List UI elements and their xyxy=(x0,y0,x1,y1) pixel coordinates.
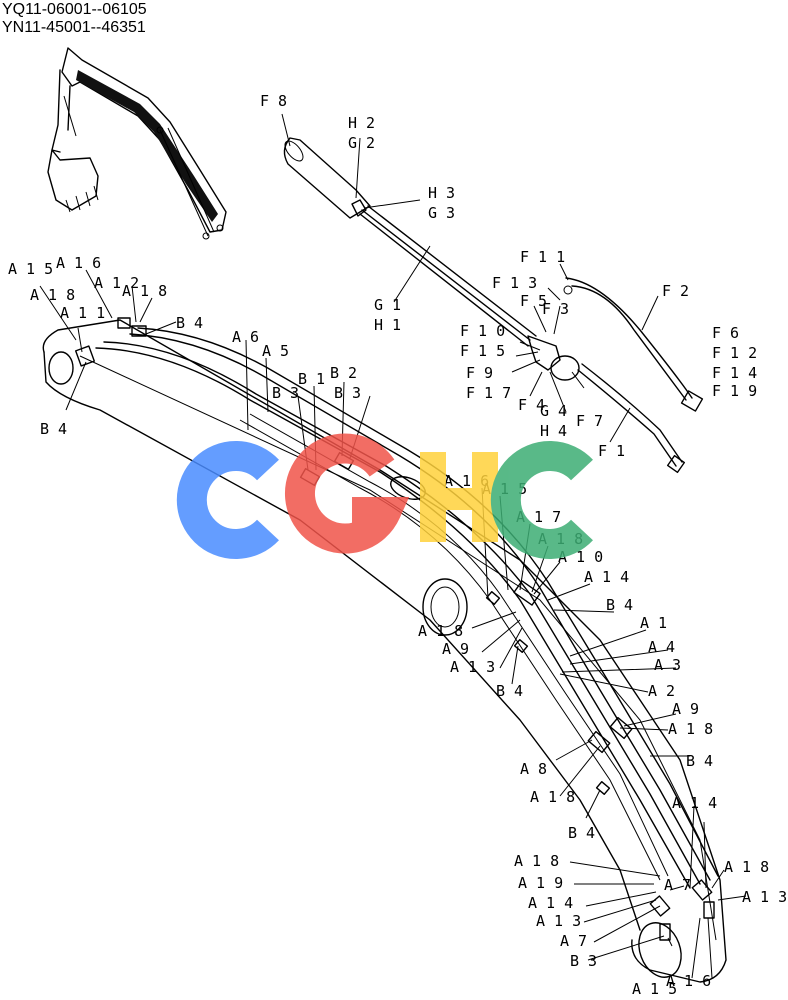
callout-label: F 1 3 xyxy=(492,274,537,292)
callout-label: A 1 5 xyxy=(632,980,677,998)
callout-label: A 1 6 xyxy=(56,254,101,272)
callout-label: F 9 xyxy=(466,364,493,382)
callout-label: A 1 5 xyxy=(8,260,53,278)
callout-label: A 1 8 xyxy=(668,720,713,738)
callout-label: B 4 xyxy=(40,420,67,438)
callout-label: A 9 xyxy=(442,640,469,658)
callout-label: A 3 xyxy=(654,656,681,674)
callout-label: A 9 xyxy=(672,700,699,718)
callout-label: A 8 xyxy=(520,760,547,778)
arm-cylinder-assembly xyxy=(283,137,704,474)
callout-label: A 6 xyxy=(232,328,259,346)
excavator-thumbnail xyxy=(47,47,227,240)
callout-label: F 1 0 xyxy=(460,322,505,340)
cghc-watermark xyxy=(176,433,593,559)
callout-label: F 1 1 xyxy=(520,248,565,266)
callout-label: A 1 8 xyxy=(122,282,167,300)
callout-label: A 1 1 xyxy=(60,304,105,322)
watermark-letter-h xyxy=(420,452,498,542)
callout-label: A 1 2 xyxy=(94,274,139,292)
callout-label: A 1 8 xyxy=(530,788,575,806)
callout-label: B 3 xyxy=(570,952,597,970)
callout-labels: A 1 5 A 1 6 A 1 2 A 1 8 A 1 8 A 1 1 B 4 … xyxy=(8,92,787,998)
callout-label: A 1 4 xyxy=(528,894,573,912)
callout-label: H 2 xyxy=(348,114,375,132)
callout-label: A 4 xyxy=(648,638,675,656)
callout-label: B 2 xyxy=(330,364,357,382)
callout-label: B 3 xyxy=(334,384,361,402)
callout-label: B 4 xyxy=(496,682,523,700)
callout-label: F 1 4 xyxy=(712,364,757,382)
callout-label: B 4 xyxy=(568,824,595,842)
watermark-letter-c2 xyxy=(490,441,593,559)
callout-label: G 2 xyxy=(348,134,375,152)
callout-label: A 1 8 xyxy=(418,622,463,640)
callout-label: B 4 xyxy=(176,314,203,332)
model-range-line-1: YQ11-06001--06105 xyxy=(2,1,147,18)
callout-label: B 4 xyxy=(686,752,713,770)
leader-lines xyxy=(39,113,747,979)
callout-label: B 1 xyxy=(298,370,325,388)
callout-label: A 1 4 xyxy=(584,568,629,586)
callout-label: B 3 xyxy=(272,384,299,402)
callout-label: A 7 xyxy=(664,876,691,894)
callout-label: F 1 9 xyxy=(712,382,757,400)
callout-label: F 1 2 xyxy=(712,344,757,362)
callout-label: G 1 xyxy=(374,296,401,314)
callout-label: B 4 xyxy=(606,596,633,614)
callout-label: F 8 xyxy=(260,92,287,110)
callout-label: F 7 xyxy=(576,412,603,430)
callout-label: A 1 4 xyxy=(672,794,717,812)
callout-label: A 1 8 xyxy=(30,286,75,304)
watermark-letter-c1 xyxy=(176,441,279,559)
callout-label: F 1 5 xyxy=(460,342,505,360)
callout-label: A 1 6 xyxy=(666,972,711,990)
callout-label: F 1 7 xyxy=(466,384,511,402)
callout-label: F 2 xyxy=(662,282,689,300)
callout-label: A 2 xyxy=(648,682,675,700)
callout-label: F 4 xyxy=(518,396,545,414)
callout-label: H 3 xyxy=(428,184,455,202)
callout-label: A 1 xyxy=(640,614,667,632)
callout-label: A 1 3 xyxy=(536,912,581,930)
callout-label: A 1 8 xyxy=(514,852,559,870)
callout-label: H 1 xyxy=(374,316,401,334)
callout-label: F 3 xyxy=(542,300,569,318)
callout-label: A 7 xyxy=(560,932,587,950)
callout-label: A 1 8 xyxy=(724,858,769,876)
callout-label: A 1 9 xyxy=(518,874,563,892)
callout-label: G 3 xyxy=(428,204,455,222)
callout-label: F 5 xyxy=(520,292,547,310)
boom-assembly xyxy=(42,317,727,983)
callout-label: A 1 3 xyxy=(742,888,787,906)
watermark-letter-g xyxy=(284,433,410,554)
callout-label: G 4 xyxy=(540,402,567,420)
callout-label: H 4 xyxy=(540,422,567,440)
callout-label: F 1 xyxy=(598,442,625,460)
callout-label: F 6 xyxy=(712,324,739,342)
model-range-line-2: YN11-45001--46351 xyxy=(2,19,146,36)
callout-label: A 5 xyxy=(262,342,289,360)
callout-label: A 1 3 xyxy=(450,658,495,676)
